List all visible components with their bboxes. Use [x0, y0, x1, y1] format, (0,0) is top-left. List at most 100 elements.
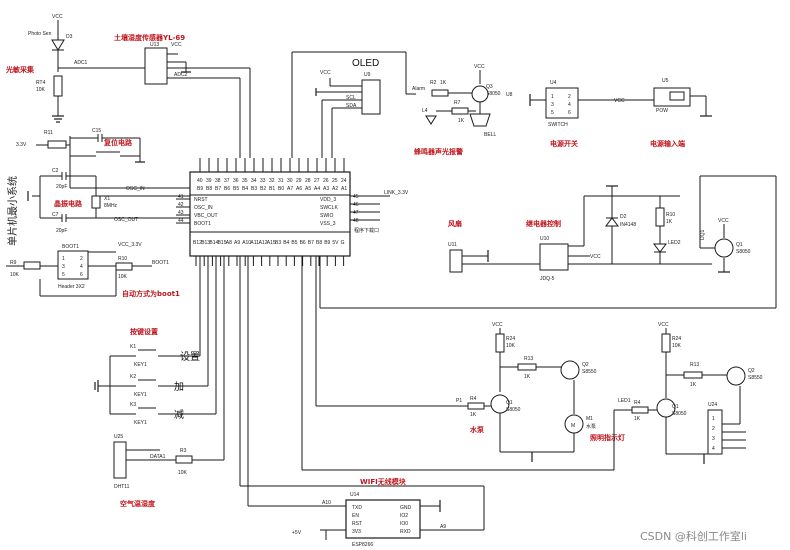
- r10-label: R10: [118, 256, 127, 262]
- x1-value: 8MHz: [104, 203, 118, 209]
- q1-type: S8050: [736, 249, 751, 255]
- svg-text:1: 1: [551, 94, 554, 100]
- r13b-resistor: [683, 371, 703, 379]
- mcu-bottom-pin-name: B7: [308, 240, 314, 246]
- q2-transistor: [560, 360, 580, 380]
- boot1-net: BOOT1: [152, 260, 169, 266]
- mcu-bottom-pin-name: B6: [300, 240, 306, 246]
- air-title: 空气温湿度: [120, 499, 156, 508]
- r2-value: 1K: [440, 80, 447, 86]
- u9-label: U9: [364, 72, 371, 78]
- mcu-top-pin-num: 29: [296, 178, 302, 184]
- u13-vcc: VCC: [171, 42, 182, 48]
- rt4-label: RT4: [36, 80, 46, 86]
- mcu-top-pin-name: A1: [341, 186, 347, 192]
- download-label: 程序下载口: [354, 227, 379, 234]
- boot-vcc: VCC_3.3V: [118, 242, 142, 248]
- mcu-top-pin-name: B8: [206, 186, 212, 192]
- ill-title: 照明指示灯: [590, 433, 625, 442]
- q2b-type: S8550: [748, 375, 763, 381]
- mcu-chip: 40B939B838B737B636B535B434B333B232B131B0…: [176, 158, 359, 266]
- link-label: LINK_3.3V: [384, 190, 409, 196]
- mcu-top-pin-name: A7: [287, 186, 293, 192]
- r24b-label: R24: [672, 336, 681, 342]
- led-l4-icon: [425, 115, 437, 125]
- key1[interactable]: K1 KEY1 设置: [110, 344, 200, 368]
- r3-value: 10K: [178, 470, 188, 476]
- esp-label: ESP8266: [352, 542, 373, 548]
- mcu-system-label: 单片机最小系统: [6, 176, 19, 246]
- key2[interactable]: K2 KEY1 加: [110, 374, 190, 398]
- r2-label: R2: [430, 80, 437, 86]
- r4b-label: R4: [634, 400, 641, 406]
- esp-rst: RST: [352, 521, 362, 527]
- v5-label: +5V: [292, 530, 302, 536]
- mcu-top-pin-name: B6: [224, 186, 230, 192]
- mcu-top-pin-name: B7: [215, 186, 221, 192]
- fan-title: 风扇: [448, 219, 462, 228]
- r13b-label: R13: [690, 362, 699, 368]
- v33-label: 3.3V: [16, 142, 27, 148]
- bell-label: BELL: [484, 132, 496, 138]
- oled-block: OLED U9 VCC SCL SDA: [291, 51, 416, 158]
- buzzer-vcc: VCC: [474, 64, 485, 70]
- esp-en: EN: [352, 513, 359, 519]
- wifi-title: WIFI无线模块: [360, 477, 407, 486]
- key-set-label: 设置: [180, 351, 200, 363]
- header-label: Header 3X2: [58, 284, 85, 290]
- u14-label: U14: [350, 492, 359, 498]
- u13-label: U13: [150, 42, 159, 48]
- scl-label: SCL: [346, 95, 356, 101]
- svg-text:4: 4: [80, 264, 83, 270]
- r3-resistor: [175, 455, 193, 464]
- r9-value: 10K: [10, 272, 20, 278]
- mcu-right-pin-num: 47: [353, 210, 359, 216]
- mcu-left-pin-name: BOOT1: [194, 221, 211, 227]
- power-jack-pin: [669, 91, 685, 101]
- fan-connector: [449, 249, 463, 273]
- sda-label: SDA: [346, 103, 357, 109]
- mcu-right-pin-name: VSS_3: [320, 221, 336, 227]
- mcu-top-pin-name: B0: [278, 186, 284, 192]
- mcu-top-pin-num: 26: [323, 178, 329, 184]
- mcu-right-pin-name: VDD_3: [320, 197, 336, 203]
- svg-text:2: 2: [568, 94, 571, 100]
- c7-value: 20pF: [56, 228, 67, 234]
- q2b-transistor: [726, 366, 746, 386]
- dq1-label: DQ1: [700, 230, 706, 241]
- bell-icon: [469, 113, 491, 127]
- ill-vcc: VCC: [658, 322, 669, 328]
- esp-rxd: RXD: [400, 529, 411, 535]
- svg-text:1: 1: [712, 416, 715, 422]
- mcu-right-pin-num: 48: [353, 218, 359, 224]
- q2b-label: Q2: [748, 368, 755, 374]
- d2-type: IN4148: [620, 222, 636, 228]
- mcu-top-pin-num: 34: [251, 178, 257, 184]
- r3-label: R3: [180, 448, 187, 454]
- mcu-bottom-pin-name: B3: [275, 240, 281, 246]
- mcu-left-pin-name: VBC_OUT: [194, 213, 218, 219]
- svg-text:1: 1: [62, 256, 65, 262]
- esp-3v3: 3V3: [352, 529, 361, 535]
- oled-vcc: VCC: [320, 70, 331, 76]
- mcu-bottom-pin-name: G: [341, 240, 345, 246]
- relay-block: 风扇 U11 继电器控制 U10 JDQ-5 VCC D2 IN4148 R10…: [319, 175, 777, 309]
- mcu-left-pin-name: NRST: [194, 197, 208, 203]
- q1-transistor: [714, 238, 734, 258]
- q3-transistor: [471, 85, 489, 103]
- download-port: LINK_3.3V 程序下载口: [350, 190, 409, 234]
- switch-body[interactable]: [545, 87, 579, 119]
- mcu-right-pin-num: 45: [353, 194, 359, 200]
- key3[interactable]: K3 KEY1 减: [110, 402, 190, 426]
- mcu-top-pin-name: A2: [332, 186, 338, 192]
- q1c-type: S8050: [672, 411, 687, 417]
- mcu-top-pin-num: 33: [260, 178, 266, 184]
- key2-caption: KEY1: [134, 392, 147, 398]
- p1-net: P1: [456, 398, 462, 404]
- r10-resistor: [115, 262, 133, 271]
- relay-title: 继电器控制: [526, 219, 561, 228]
